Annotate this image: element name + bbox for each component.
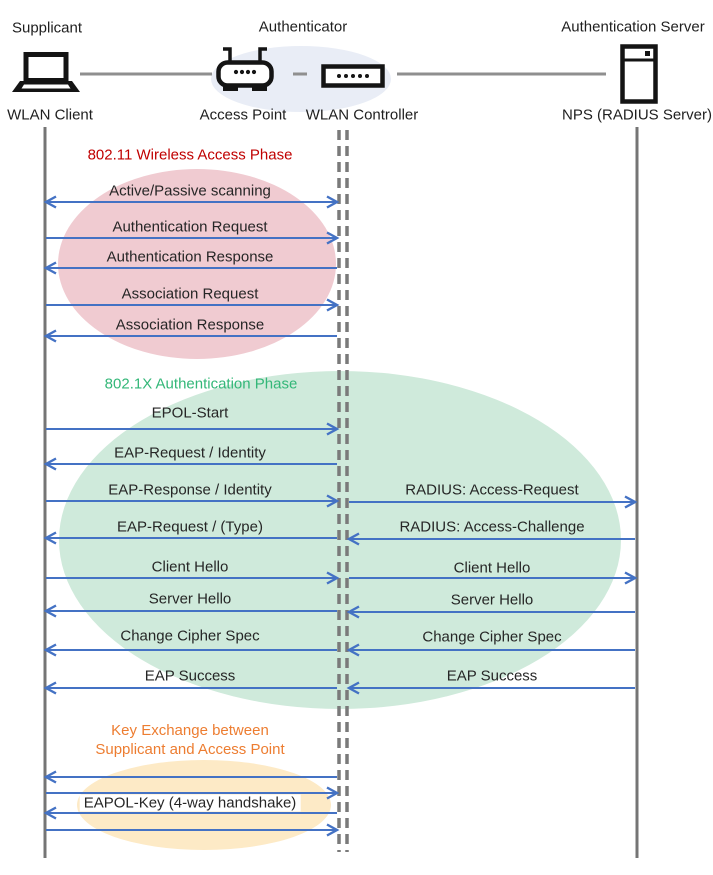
message-label: Authentication Request [112,218,268,236]
message-label: Active/Passive scanning [109,182,271,200]
phase-title: 802.1X Authentication Phase [104,375,298,393]
arrowhead [326,422,340,436]
actor-role-supplicant: Supplicant [11,19,83,37]
message-label: Client Hello [151,558,229,576]
arrowhead [326,231,340,245]
device-label-wlan-controller: WLAN Controller [305,106,419,124]
message-label: EAP-Request / Identity [114,444,266,462]
arrowhead [624,495,638,509]
message-label: Authentication Response [106,248,274,266]
arrowhead [43,457,57,471]
message-label: Association Response [115,316,265,334]
arrowhead [43,329,57,343]
actor-role-authenticator: Authenticator [258,18,348,36]
arrowhead [624,571,638,585]
phase-title: 802.11 Wireless Access Phase [87,146,293,164]
message-label: Server Hello [148,590,232,608]
message-label: EAP-Response / Identity [108,481,272,499]
device-label-nps: NPS (RADIUS Server) [561,106,713,124]
message-label: EAP Success [446,667,538,685]
arrowhead [326,823,340,837]
message-label: Change Cipher Spec [120,627,260,645]
arrowhead [326,195,340,209]
message-label: EAPOL-Key (4-way handshake) [79,794,301,812]
arrowhead [43,531,57,545]
arrowhead [43,643,57,657]
arrowhead [43,195,57,209]
message-label: EAP-Request / (Type) [117,518,263,536]
arrowhead [326,494,340,508]
device-label-wlan-client: WLAN Client [7,106,93,124]
arrowhead [326,298,340,312]
wlan-controller-icon [321,64,385,88]
message-label: Change Cipher Spec [422,628,562,646]
message-label: EPOL-Start [151,404,229,422]
message-label: EAP Success [144,667,236,685]
arrowhead [43,770,57,784]
arrowhead [43,681,57,695]
arrowhead [326,786,340,800]
message-label: RADIUS: Access-Request [405,481,579,499]
arrowhead [43,604,57,618]
arrowhead [43,806,57,820]
device-label-access-point: Access Point [199,106,287,124]
phase-title: Key Exchange between Supplicant and Acce… [95,722,285,758]
arrowhead [346,643,360,657]
phase-ellipse [58,169,336,359]
message-label: Server Hello [450,591,534,609]
message-label: Association Request [121,285,259,303]
arrowhead [346,605,360,619]
arrowhead [326,571,340,585]
arrowhead [346,532,360,546]
message-label: Client Hello [453,559,531,577]
arrowhead [346,681,360,695]
actor-role-auth-server: Authentication Server [561,18,705,36]
server-icon [620,44,658,104]
arrowhead [43,261,57,275]
access-point-icon [216,47,274,91]
laptop-icon [12,52,80,92]
message-label: RADIUS: Access-Challenge [399,518,585,536]
